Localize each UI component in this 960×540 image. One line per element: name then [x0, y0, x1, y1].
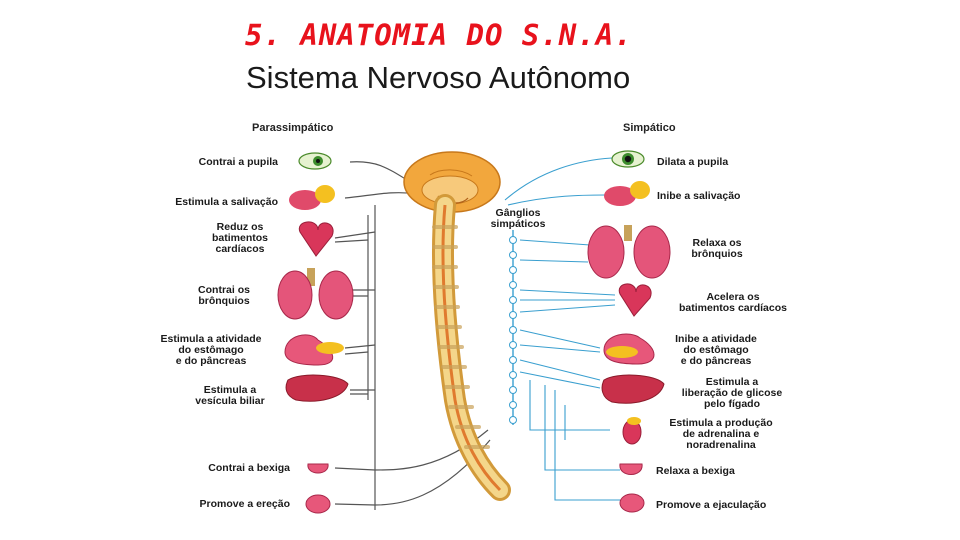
genital-icon-left: [306, 495, 330, 513]
heart-icon-right: [619, 284, 651, 316]
genital-icon-right: [620, 494, 644, 512]
spinal-cord-illustration: [432, 205, 500, 490]
adrenal-icon-right: [623, 417, 641, 444]
heart-icon-left: [299, 222, 333, 256]
para-label-pupil: Contrai a pupila: [150, 157, 278, 168]
symp-label-liver: Estimula a liberação de glicose pelo fíg…: [668, 377, 796, 410]
salivary-gland-icon-left: [289, 185, 335, 210]
para-label-salivation: Estimula a salivação: [130, 197, 278, 208]
ganglia-label: Gânglios simpáticos: [478, 208, 558, 230]
stomach-icon-left: [285, 335, 344, 365]
liver-icon-right: [602, 375, 664, 403]
eye-icon-left: [299, 153, 331, 169]
para-label-gallbladder: Estimula a vesícula biliar: [180, 385, 280, 407]
liver-icon-left: [286, 375, 348, 401]
lungs-icon-right: [588, 225, 670, 278]
left-organs: [278, 153, 353, 513]
symp-label-stomach: Inibe a atividade do estômago e do pâncr…: [660, 334, 772, 367]
symp-label-bladder: Relaxa a bexiga: [656, 466, 796, 477]
salivary-gland-icon-right: [604, 181, 650, 206]
lungs-icon-left: [278, 268, 353, 319]
para-label-bronchi: Contrai os brônquios: [182, 285, 266, 307]
para-label-heart: Reduz os batimentos cardíacos: [200, 222, 280, 255]
symp-label-ejaculation: Promove a ejaculação: [656, 500, 806, 511]
ganglion-chain: [510, 230, 517, 425]
bladder-icon-right: [620, 464, 642, 475]
symp-label-adrenal: Estimula a produção de adrenalina e nora…: [648, 418, 794, 451]
symp-label-pupil: Dilata a pupila: [657, 157, 797, 168]
para-label-bladder: Contrai a bexiga: [150, 463, 290, 474]
stomach-icon-right: [604, 334, 654, 364]
symp-label-heart: Acelera os batimentos cardíacos: [664, 292, 802, 314]
right-organs: [588, 151, 670, 512]
symp-label-salivation: Inibe a salivação: [657, 191, 797, 202]
para-label-stomach: Estimula a atividade do estômago e do pâ…: [140, 334, 282, 367]
para-label-erection: Promove a ereção: [150, 499, 290, 510]
bladder-icon-left: [308, 464, 328, 473]
eye-icon-right: [612, 151, 644, 167]
symp-label-bronchi: Relaxa os brônquios: [672, 238, 762, 260]
